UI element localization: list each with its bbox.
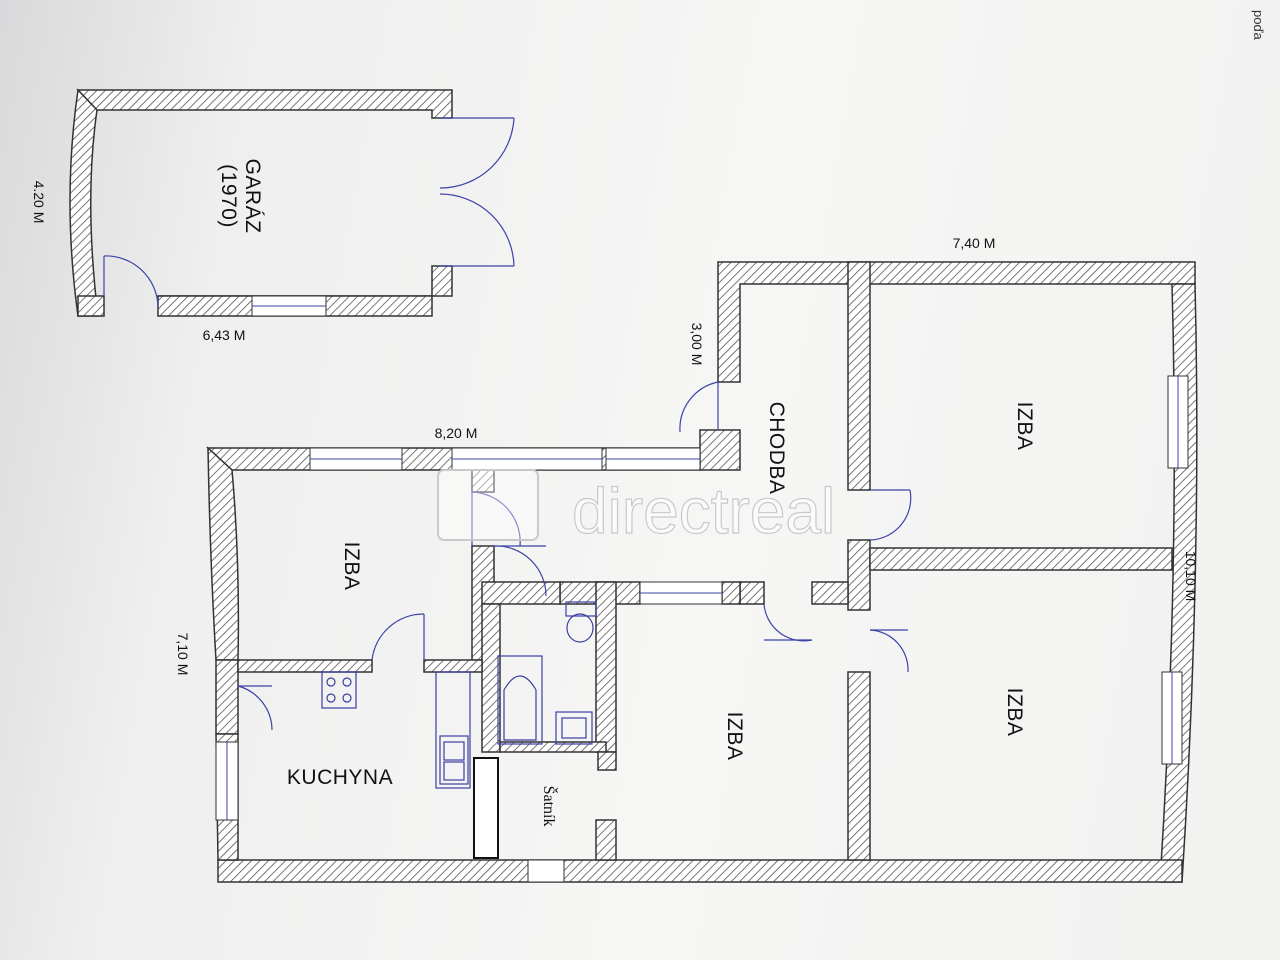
garage-side-door <box>103 255 159 307</box>
garage <box>69 88 515 317</box>
svg-text:directreal: directreal <box>572 475 835 547</box>
room-top-right-label: IZBA <box>1013 402 1036 451</box>
fixtures <box>321 601 597 789</box>
doors <box>237 381 912 731</box>
wardrobe-cabinet <box>473 757 499 859</box>
room-middle-label: IZBA <box>723 712 746 761</box>
corner-text: poďa <box>1251 10 1266 40</box>
garage-width-label: 4.20 M <box>31 181 47 224</box>
room-left-label: IZBA <box>340 542 363 591</box>
room-bottom-right-label: IZBA <box>1003 688 1026 737</box>
house-left-width-label: 8,20 M <box>435 425 478 441</box>
hall-label: CHODBA <box>765 402 788 495</box>
wardrobe-label: Šatník <box>540 786 559 827</box>
house-depth-left-label: 7,10 M <box>175 633 191 676</box>
hall-width-label: 3,00 M <box>689 323 705 366</box>
garage-year-label: (1970) <box>217 164 240 228</box>
garage-door <box>439 117 515 267</box>
house-top-width-label: 7,40 M <box>953 235 996 251</box>
house-depth-right-label: 10,10 M <box>1183 551 1199 602</box>
garage-name-label: GARÁZ <box>241 159 264 234</box>
garage-length-label: 6,43 M <box>203 327 246 343</box>
watermark: directreal <box>437 469 836 548</box>
kitchen-label: KUCHYNA <box>287 766 393 789</box>
